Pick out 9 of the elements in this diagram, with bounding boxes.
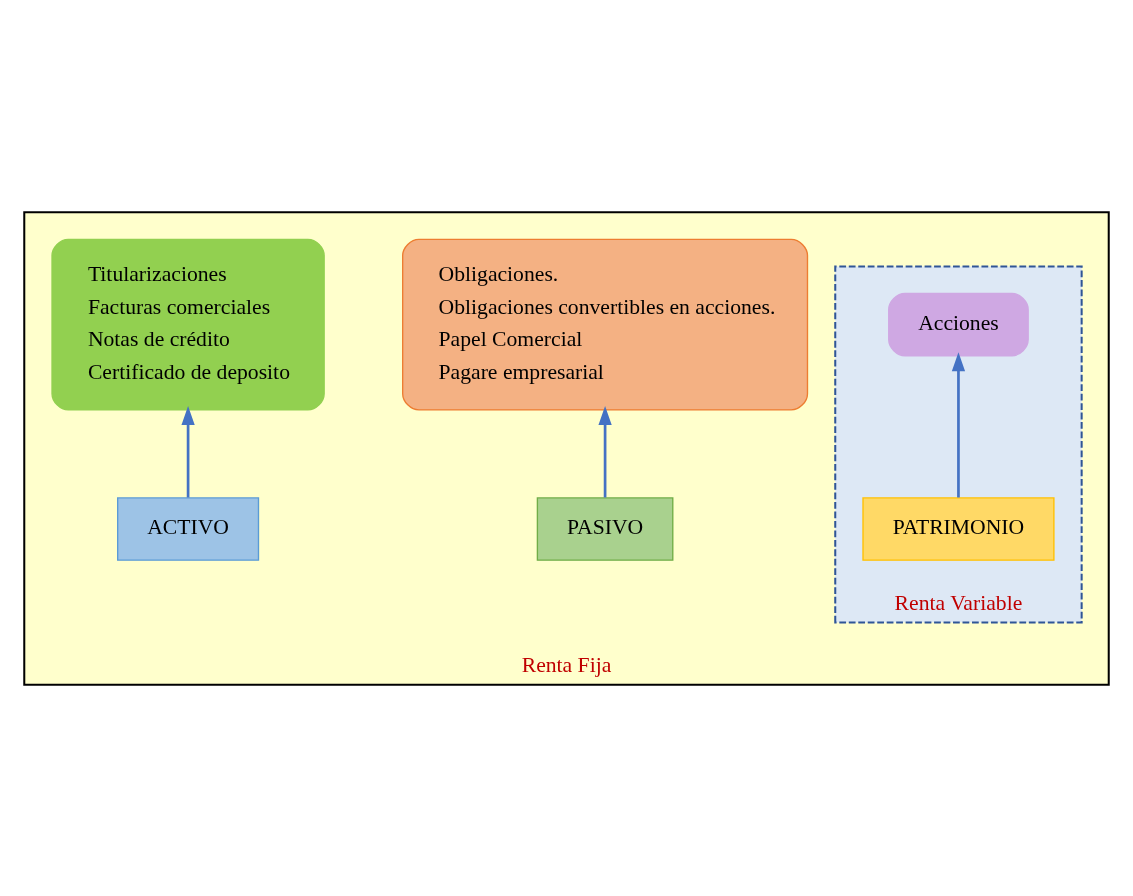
- arrow: [181, 405, 195, 497]
- node-box: Obligaciones. Obligaciones convertibles en acciones. Papel Comercial Pagare empresarial: [402, 238, 809, 411]
- node-box: Titularizaciones Facturas comerciales Notas de crédito Certificado de deposito: [51, 238, 325, 411]
- arrow: [951, 351, 966, 497]
- node-box: PASIVO: [536, 496, 674, 561]
- arrow: [598, 405, 612, 497]
- node-box: PATRIMONIO: [862, 496, 1055, 561]
- node-box: ACTIVO: [117, 496, 260, 561]
- node-box: Acciones: [888, 292, 1029, 356]
